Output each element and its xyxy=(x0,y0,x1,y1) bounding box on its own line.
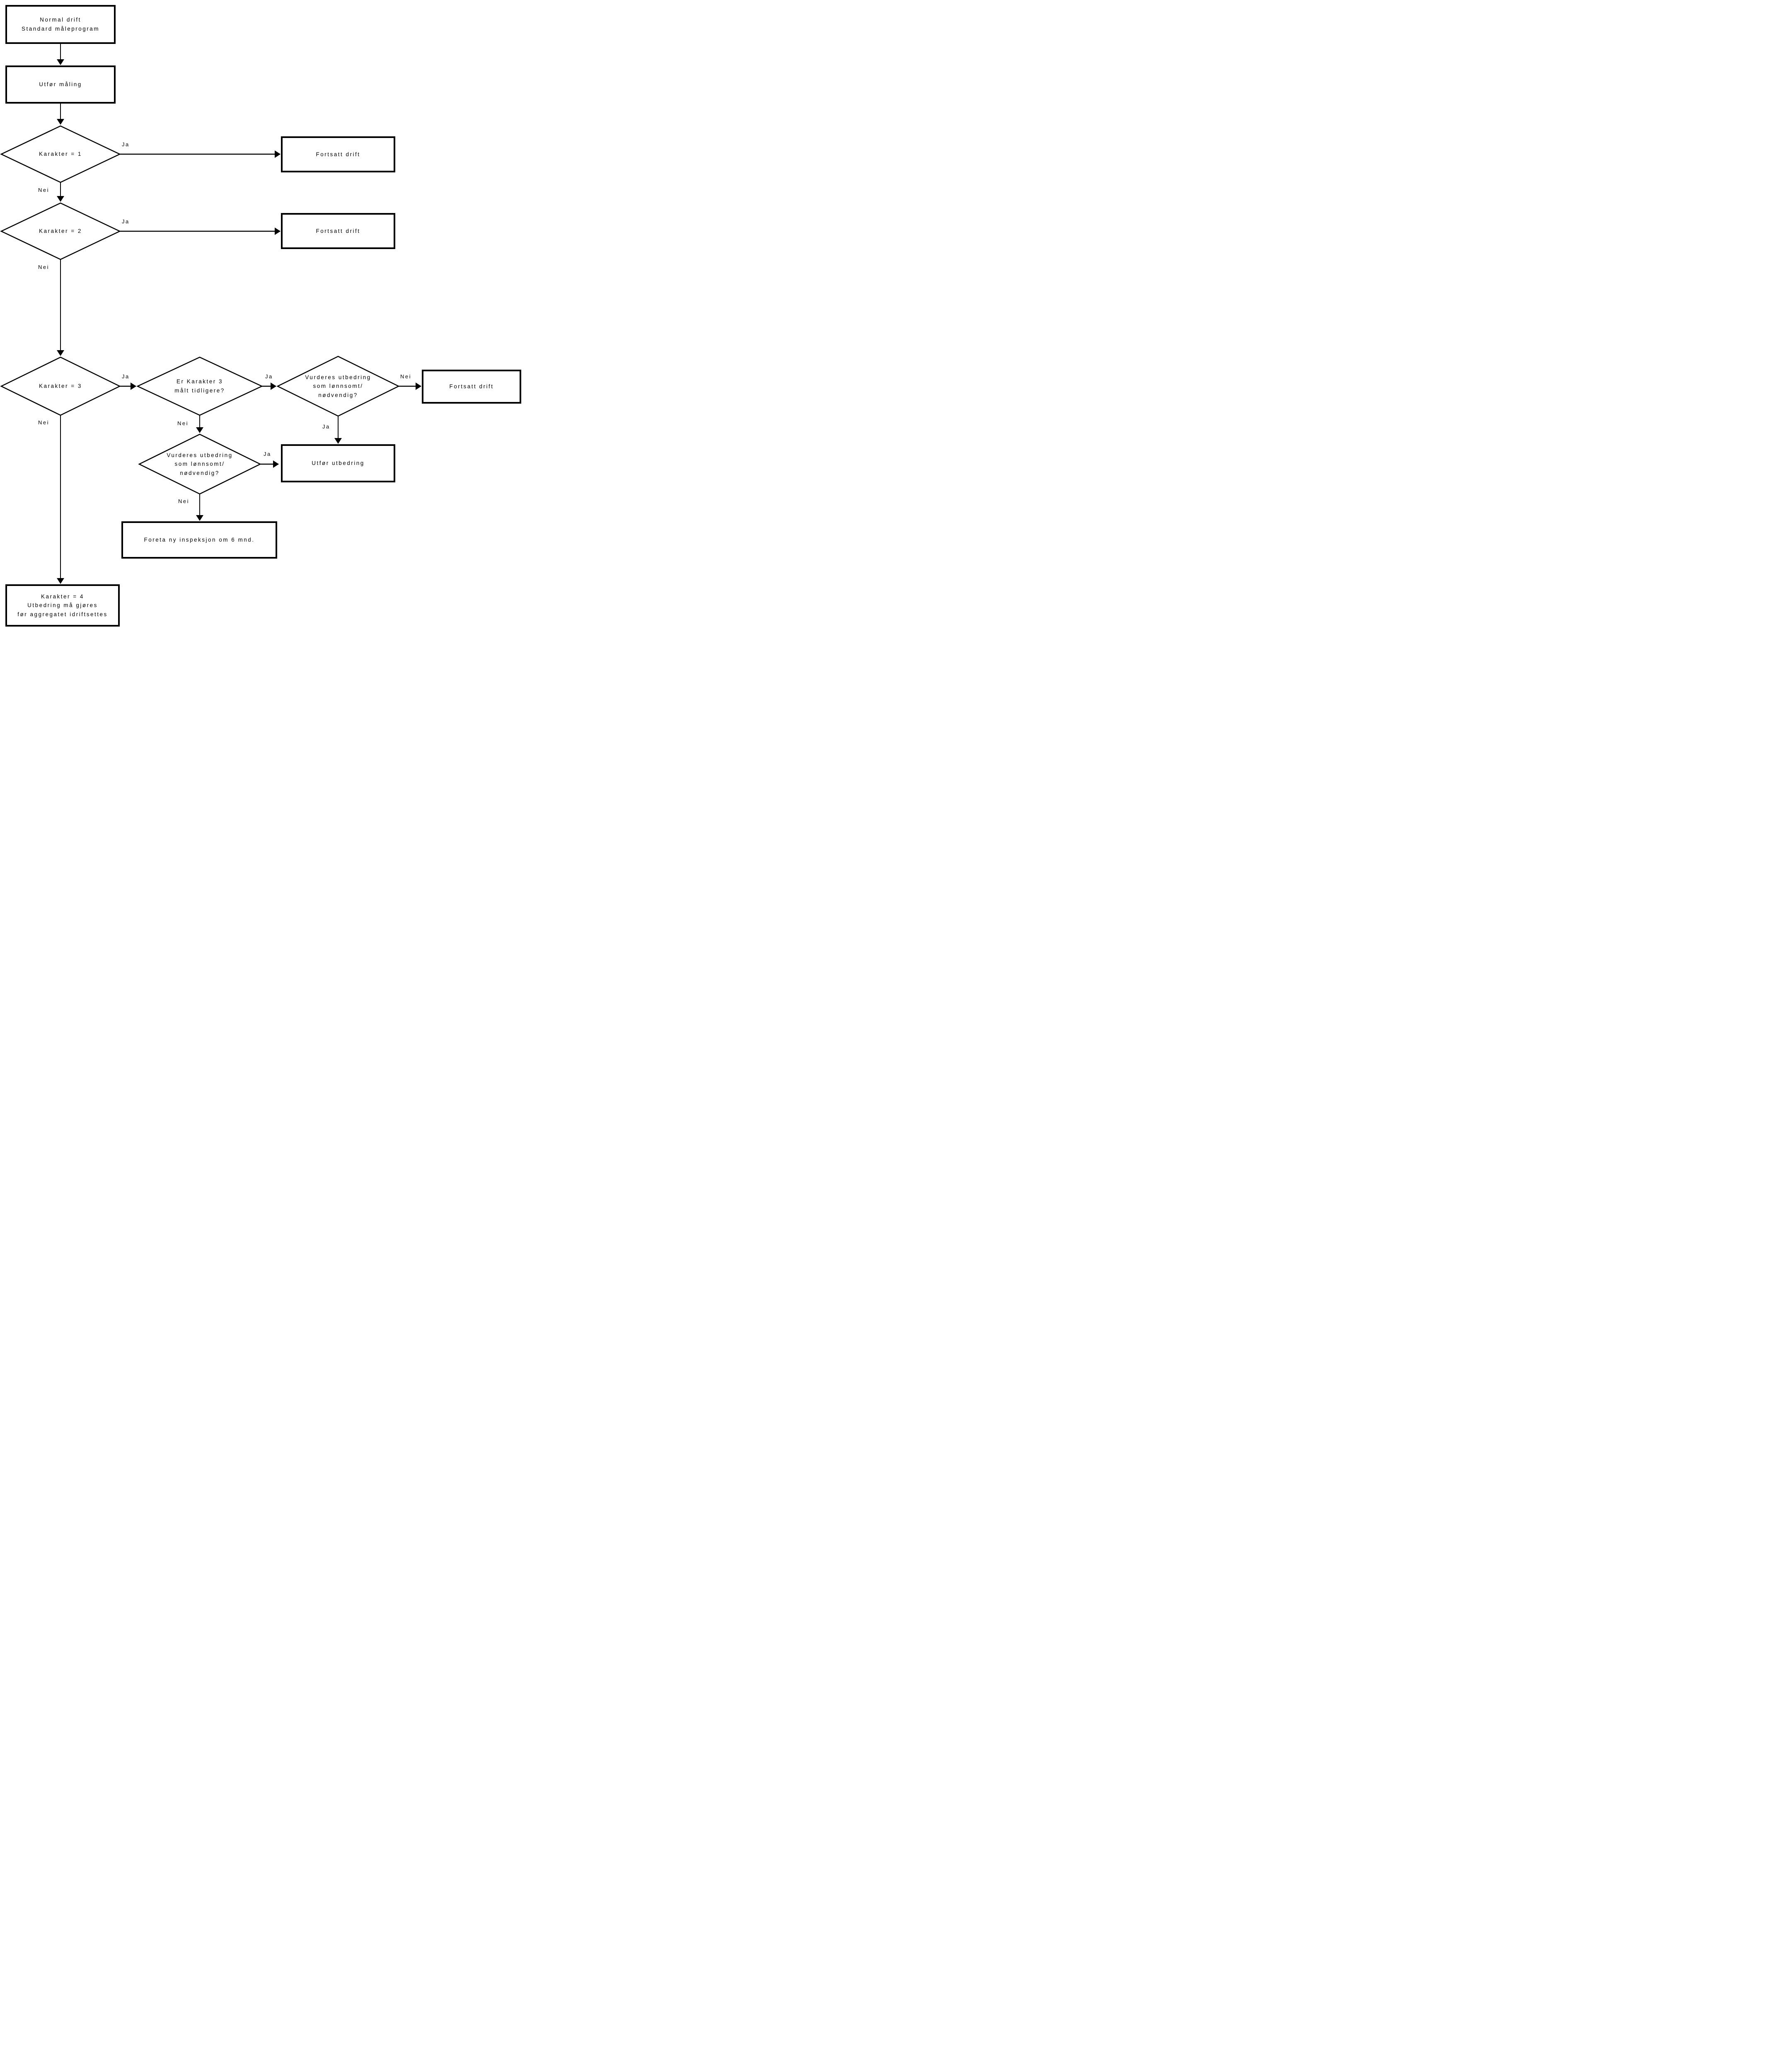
node-shape-karakter-4 xyxy=(5,584,120,627)
node-shape-utfor-utbedring xyxy=(281,444,395,482)
node-shape-normal-drift xyxy=(5,5,116,44)
node-shape-fortsatt-drift-1 xyxy=(281,136,395,172)
node-shape-foreta-ny-inspeksjon xyxy=(121,521,277,559)
node-shape-karakter-2 xyxy=(0,202,121,260)
node-shape-er-karakter-3-malt xyxy=(136,356,263,416)
node-shape-vurderes-utbedring-nedre xyxy=(138,433,261,495)
flowchart-page: Normal drift Standard måleprogram Utfør … xyxy=(0,0,530,636)
node-shape-utfor-maling xyxy=(5,65,116,104)
node-shape-karakter-1 xyxy=(0,125,121,183)
node-shape-karakter-3 xyxy=(0,356,121,416)
node-shape-fortsatt-drift-2 xyxy=(281,213,395,249)
node-shape-fortsatt-drift-3 xyxy=(422,370,521,404)
node-shape-vurderes-utbedring-ovre xyxy=(276,356,400,417)
flowchart-svg xyxy=(0,5,521,627)
